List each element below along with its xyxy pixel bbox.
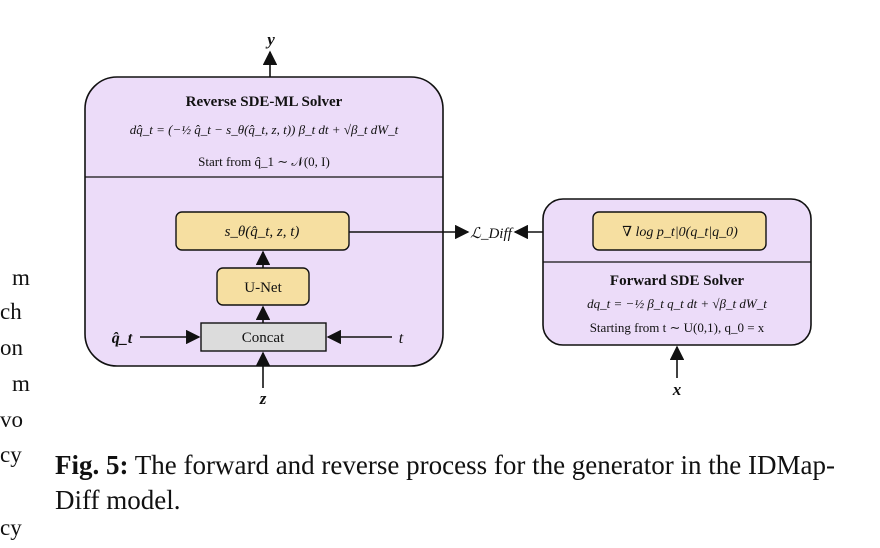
input-z-label: z (259, 389, 267, 408)
side-fragment-3: on (0, 335, 23, 360)
forward-equation: dq_t = −½ β_t q_t dt + √β_t dW_t (587, 296, 767, 311)
side-fragment-4: m (12, 371, 30, 396)
forward-start: Starting from t ∼ U(0,1), q_0 = x (590, 320, 765, 335)
grad-box (592, 211, 767, 251)
score-box (175, 211, 350, 251)
grad-box-label: ∇ log p_t|0(q_t|q_0) (622, 225, 738, 240)
figure-label: Fig. 5: (55, 450, 129, 480)
concat-box-label: Concat (242, 330, 285, 346)
reverse-equation: dq̂_t = (−½ q̂_t − s_θ(q̂_t, z, t)) β_t … (130, 122, 399, 137)
unet-box-label: U-Net (244, 280, 282, 296)
forward-title: Forward SDE Solver (610, 273, 745, 289)
side-fragment-6: cy (0, 442, 22, 467)
concat-box (200, 322, 327, 352)
side-fragment-2: ch (0, 299, 22, 324)
input-q-label: q̂_t (112, 330, 133, 347)
loss-label: ℒ_Diff (470, 226, 513, 242)
side-fragment-5: vo (0, 407, 23, 432)
input-t-label: t (399, 330, 404, 347)
output-label: y (265, 30, 275, 49)
forward-input-label: x (672, 380, 682, 399)
caption-text: The forward and reverse process for the … (55, 450, 835, 515)
side-fragment-7: cy (0, 515, 22, 540)
score-box-label: s_θ(q̂_t, z, t) (225, 224, 300, 240)
figure-caption: Fig. 5: The forward and reverse process … (55, 448, 855, 518)
side-fragment-1: m (12, 265, 30, 290)
reverse-start: Start from q̂_1 ∼ 𝒩(0, I) (198, 154, 330, 169)
reverse-title: Reverse SDE-ML Solver (186, 94, 343, 110)
